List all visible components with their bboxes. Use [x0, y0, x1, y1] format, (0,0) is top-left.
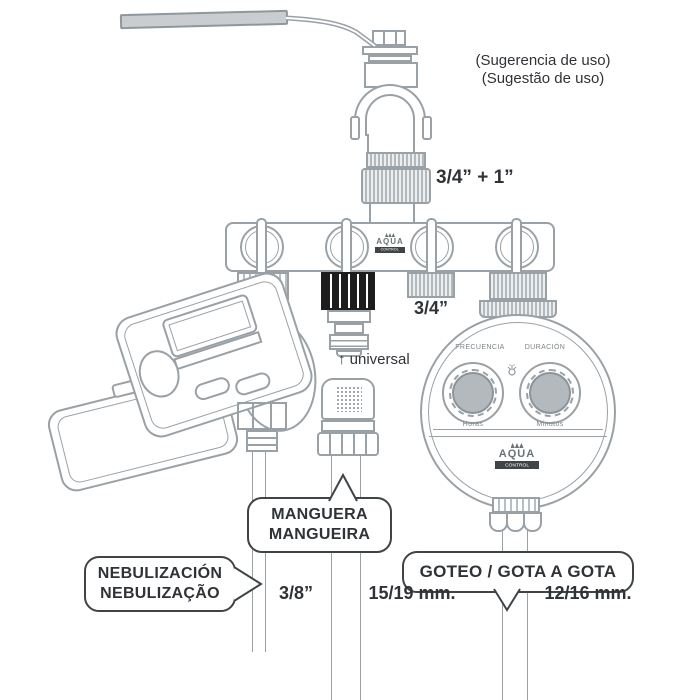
knob-duration [529, 372, 571, 414]
manifold-inlet-pipe [369, 204, 415, 224]
hose-connector-band [321, 420, 375, 432]
hose-fitting-ribs [246, 430, 278, 452]
brand-subname: CONTROL [375, 247, 405, 253]
universal-adapter-ribs [329, 334, 369, 350]
universal-label: ↑ universal [338, 351, 410, 368]
faucet-spout-inner [365, 94, 415, 136]
hose-connector-grip [336, 386, 362, 412]
frequency-label: FRECUENCIA [455, 344, 505, 351]
brand-crown-icon [385, 233, 395, 237]
faucet-pipe [367, 134, 415, 152]
knob-frequency-scallop [449, 369, 497, 417]
faucet-flange-left [350, 116, 360, 140]
valve-3-lever [426, 218, 437, 276]
manifold-logo: AQUA CONTROL [372, 233, 408, 253]
analog-timer-panel-line-1 [433, 429, 603, 430]
duration-label: DURACIÓN [524, 344, 566, 351]
callout-nebulization: NEBULIZACIÓN NEBULIZAÇÃO [84, 556, 236, 612]
universal-adapter-neck [334, 323, 364, 334]
callout-hose-line1: MANGUERA [271, 506, 368, 523]
brand-crown-icon [510, 443, 524, 448]
analog-timer-outlet-nut-3 [523, 512, 542, 532]
outlet-3-size-label: 3/4” [413, 298, 449, 318]
outlet-4-collar [489, 272, 547, 300]
knob-frequency [452, 372, 494, 414]
callout-hose: MANGUERA MANGUEIRA [247, 497, 392, 553]
inlet-adapter-lower [361, 168, 431, 204]
callout-drip-label: GOTEO / GOTA A GOTA [419, 562, 617, 581]
faucet-bolt [372, 30, 406, 46]
usage-suggestion-line1: (Sugerencia de uso) [475, 52, 611, 69]
callout-nebulization-line2: NEBULIZAÇÃO [100, 585, 220, 602]
horas-label: Horas [462, 421, 484, 428]
outlet-2-adapter-black [321, 272, 375, 310]
hose-garden [331, 456, 361, 700]
faucet-handle [119, 9, 289, 30]
analog-timer-outlet-neck [492, 497, 540, 513]
knob-duration-scallop [526, 369, 574, 417]
sprinkler-icon [504, 362, 520, 378]
brand-name: AQUA [498, 448, 536, 460]
faucet-flange-right [422, 116, 432, 140]
brand-name: AQUA [376, 237, 404, 246]
drip-hose-size-label: 12/16 mm. [544, 583, 632, 603]
inlet-adapter-upper [366, 152, 426, 168]
analog-timer-logo: AQUA CONTROL [489, 443, 545, 469]
valve-2-lever [341, 218, 352, 276]
callout-nebulization-line1: NEBULIZACIÓN [97, 565, 223, 582]
valve-4-lever [511, 218, 522, 276]
hose-fitting-hex [237, 402, 287, 430]
minutos-label: Minutos [536, 421, 564, 428]
nebulization-size-label: 3/8” [278, 583, 314, 603]
brand-subname: CONTROL [495, 461, 539, 469]
universal-adapter-tip [336, 350, 362, 357]
analog-timer-panel-line-2 [429, 436, 607, 437]
inlet-size-label: 3/4” + 1” [436, 167, 514, 188]
faucet-flange-lower [368, 55, 412, 62]
usage-suggestion: (Sugerencia de uso) (Sugestão de uso) [438, 52, 648, 88]
universal-adapter-collar [327, 310, 371, 323]
usage-suggestion-line2: (Sugestão de uso) [481, 70, 605, 87]
garden-hose-size-label: 15/19 mm. [368, 583, 456, 603]
callout-hose-line2: MANGUEIRA [268, 526, 371, 543]
faucet-flange-upper [362, 46, 418, 55]
hose-connector-collar [317, 432, 379, 456]
outlet-3-collar [407, 272, 455, 298]
faucet-lever-inner [285, 17, 376, 47]
faucet-lever [285, 15, 377, 49]
valve-1-lever [256, 218, 267, 276]
